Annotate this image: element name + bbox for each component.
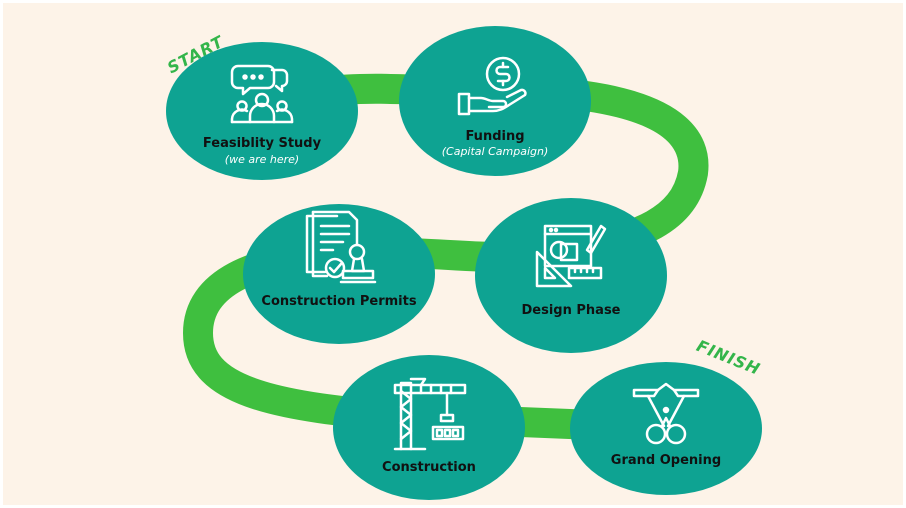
step-grand-opening: Grand Opening bbox=[570, 362, 762, 495]
tower-crane-icon bbox=[393, 377, 467, 451]
step-label: Construction bbox=[382, 460, 476, 475]
step-feasibility-study: Feasiblity Study (we are here) bbox=[166, 42, 358, 180]
step-label: Grand Opening bbox=[610, 453, 722, 468]
step-label: Construction Permits bbox=[261, 294, 417, 309]
drafting-tools-icon bbox=[535, 224, 607, 288]
step-construction-permits: Construction Permits bbox=[243, 204, 435, 344]
documents-stamp-icon bbox=[305, 210, 377, 284]
discussion-group-icon bbox=[230, 64, 294, 124]
step-construction: Construction bbox=[333, 355, 525, 500]
roadmap-diagram: START FINISH Feasiblity Study (we are he… bbox=[3, 3, 903, 505]
step-label: Feasiblity Study bbox=[202, 136, 322, 151]
step-sublabel: (Capital Campaign) bbox=[441, 145, 549, 158]
step-sublabel: (we are here) bbox=[224, 153, 300, 166]
hand-holding-dollar-icon bbox=[457, 56, 527, 116]
step-label: Design Phase bbox=[521, 303, 621, 318]
step-funding: Funding (Capital Campaign) bbox=[399, 26, 591, 176]
step-label: Funding bbox=[465, 129, 525, 144]
ribbon-scissors-icon bbox=[632, 382, 700, 445]
step-design-phase: Design Phase bbox=[475, 198, 667, 353]
